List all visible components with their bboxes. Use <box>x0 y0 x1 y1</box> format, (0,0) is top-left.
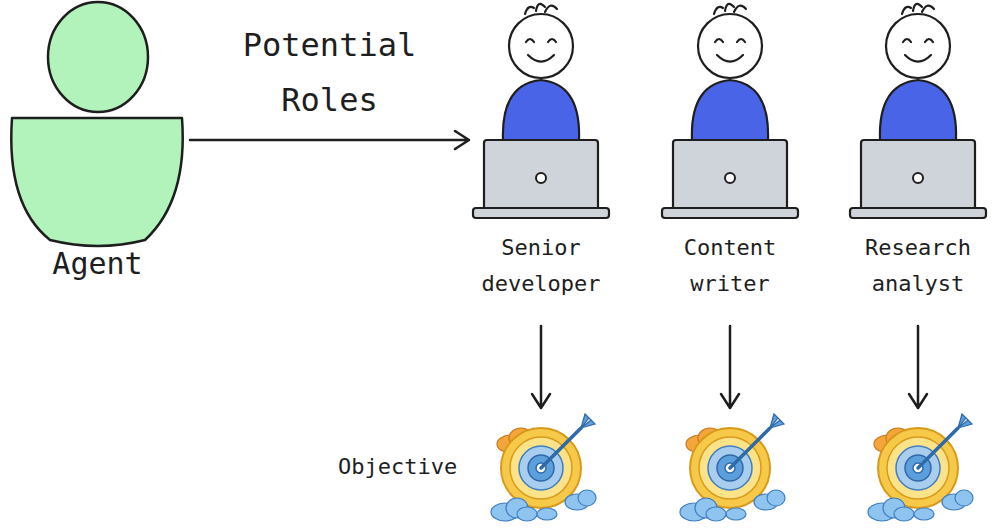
role-label: Content writer <box>658 230 802 302</box>
role-figure: Senior developer <box>469 0 613 300</box>
role-label: Research analyst <box>846 230 990 302</box>
agent-label: Agent <box>5 246 190 282</box>
role-label: Senior developer <box>469 230 613 302</box>
agent-figure: Agent <box>5 0 190 280</box>
role-figure: Research analyst <box>846 0 990 300</box>
arrow-label: Potential Roles <box>215 18 445 128</box>
role-figure: Content writer <box>658 0 802 300</box>
role-arrow <box>190 131 469 149</box>
objective-label: Objective <box>338 454 457 479</box>
